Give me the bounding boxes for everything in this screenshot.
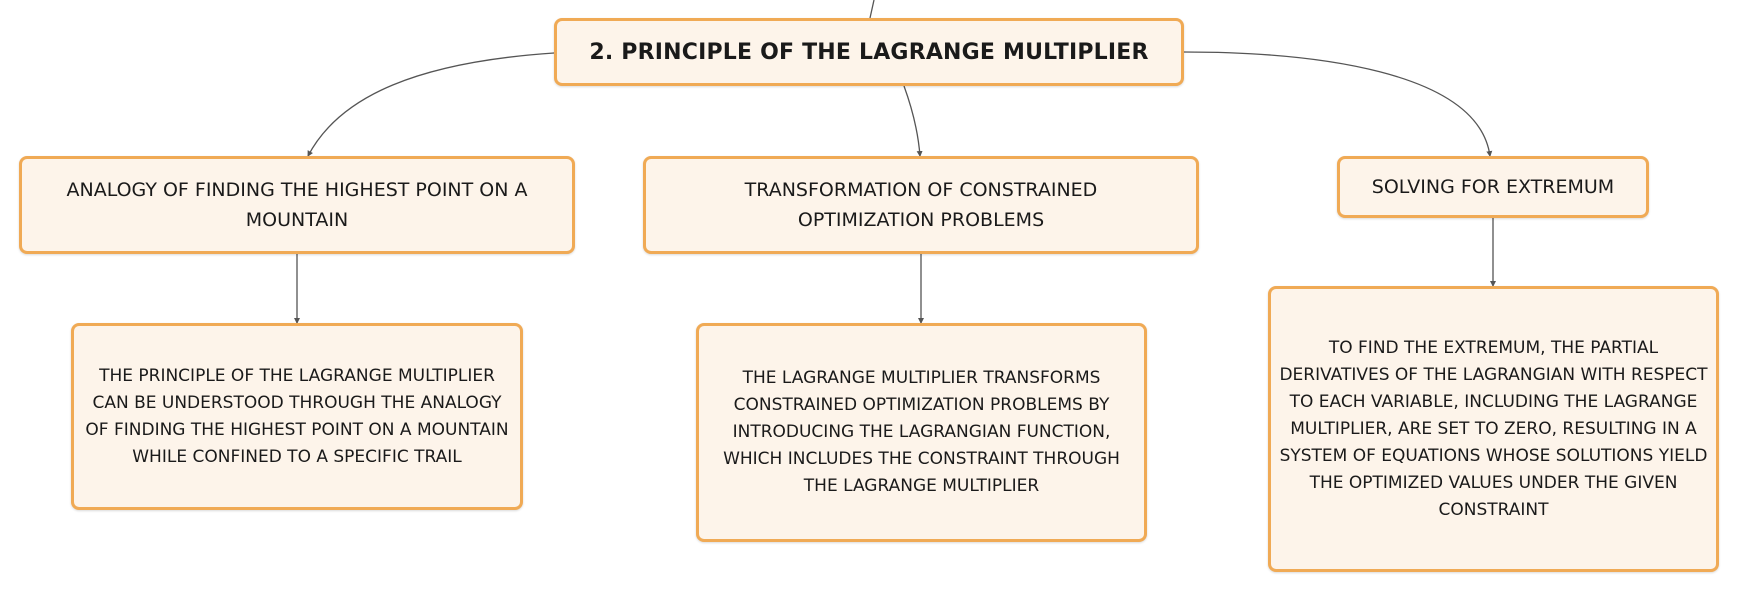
connector-incoming-root — [869, 0, 875, 19]
topic-node-mountain-analogy[interactable]: ANALOGY OF FINDING THE HIGHEST POINT ON … — [19, 156, 575, 254]
topic-node-label: ANALOGY OF FINDING THE HIGHEST POINT ON … — [66, 179, 528, 231]
connector-root-to-topic-c — [1183, 51, 1493, 157]
detail-node-text: THE LAGRANGE MULTIPLIER TRANSFORMS CONST… — [723, 368, 1120, 496]
detail-node-text: TO FIND THE EXTREMUM, THE PARTIAL DERIVA… — [1279, 337, 1708, 520]
connector-root-to-topic-b — [903, 85, 923, 157]
detail-node-mountain-analogy[interactable]: THE PRINCIPLE OF THE LAGRANGE MULTIPLIER… — [71, 323, 523, 510]
topic-node-solving-extremum[interactable]: SOLVING FOR EXTREMUM — [1337, 156, 1649, 218]
topic-node-label: SOLVING FOR EXTREMUM — [1371, 176, 1615, 198]
root-node[interactable]: 2. PRINCIPLE OF THE LAGRANGE MULTIPLIER — [554, 18, 1184, 86]
topic-node-transformation[interactable]: TRANSFORMATION OF CONSTRAINED OPTIMIZATI… — [643, 156, 1199, 254]
root-node-label: 2. PRINCIPLE OF THE LAGRANGE MULTIPLIER — [589, 39, 1149, 65]
detail-node-solving-extremum[interactable]: TO FIND THE EXTREMUM, THE PARTIAL DERIVA… — [1268, 286, 1719, 572]
connector-root-to-topic-a — [307, 52, 555, 157]
detail-node-text: THE PRINCIPLE OF THE LAGRANGE MULTIPLIER… — [85, 365, 509, 467]
topic-node-label: TRANSFORMATION OF CONSTRAINED OPTIMIZATI… — [744, 179, 1098, 231]
detail-node-transformation[interactable]: THE LAGRANGE MULTIPLIER TRANSFORMS CONST… — [696, 323, 1147, 542]
